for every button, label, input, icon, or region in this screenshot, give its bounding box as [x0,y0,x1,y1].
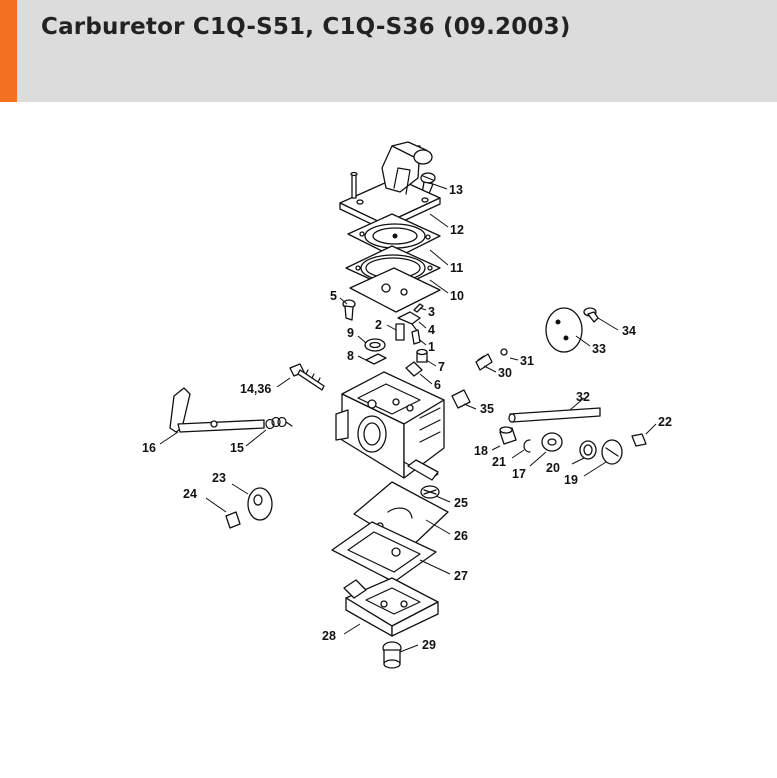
callout-17: 17 [512,467,526,481]
carburetor-body[interactable] [335,371,445,481]
part-27-gasket[interactable] [331,521,437,583]
callout-10: 10 [450,289,464,303]
callout-6: 6 [434,378,441,392]
part-20-washer[interactable] [579,440,597,460]
callout-11: 11 [450,261,463,275]
part-8-seal[interactable] [365,353,387,365]
callout-26: 26 [454,529,468,543]
callout-8: 8 [347,349,354,363]
callout-34: 34 [622,324,636,338]
callout-28: 28 [322,629,336,643]
part-18-bushing[interactable] [499,426,517,445]
leader-lines [159,183,657,653]
callout-15: 15 [230,441,244,455]
callout-31: 31 [520,354,534,368]
callout-2: 2 [375,318,382,332]
callout-32: 32 [576,390,590,404]
part-5-screw[interactable] [342,299,356,321]
callout-19: 19 [564,473,578,487]
part-19-knob[interactable] [601,439,623,465]
part-33-choke-plate[interactable] [545,307,583,353]
part-28-metering-cover[interactable] [343,577,439,637]
part-24-screw[interactable] [225,511,241,529]
callout-5: 5 [330,289,337,303]
callout-25: 25 [454,496,468,510]
callout-16: 16 [142,441,156,455]
part-29-screw[interactable] [382,641,402,669]
part-1-inlet-needle[interactable] [411,329,421,345]
part-35-sleeve[interactable] [451,389,471,409]
callout-7: 7 [438,360,445,374]
header-accent-bar [0,0,17,102]
callout-1: 1 [428,340,435,354]
callout-20: 20 [546,461,560,475]
part-17-lever[interactable] [541,432,563,452]
part-32-choke-shaft[interactable] [508,407,601,423]
callout-22: 22 [658,415,672,429]
callout-35: 35 [480,402,494,416]
part-23-disc[interactable] [247,487,273,521]
callout-23: 23 [212,471,226,485]
part-9-o-ring[interactable] [364,338,386,352]
callout-13: 13 [449,183,463,197]
callout-18: 18 [474,444,488,458]
part-34-screw[interactable] [583,307,599,323]
part-12-cover[interactable] [339,141,441,231]
part-7-valve[interactable] [416,348,428,363]
page-title: Carburetor C1Q-S51, C1Q-S36 (09.2003) [41,14,571,40]
part-31-ball[interactable] [500,348,508,356]
part-21-clip[interactable] [523,439,531,453]
callout-24: 24 [183,487,197,501]
part-12-diaphragm[interactable] [347,213,441,259]
callout-30: 30 [498,366,512,380]
callout-9: 9 [347,326,354,340]
part-22-nut[interactable] [631,433,647,447]
part-2-spring[interactable] [395,323,405,341]
callout-21: 21 [492,455,506,469]
part-25-filter-screen[interactable] [420,485,440,499]
callout-3: 3 [428,305,435,319]
callout-labels: 13 12 11 10 5 3 2 4 1 9 8 7 6 14,36 35 1… [142,183,672,652]
part-14-36-screw[interactable] [289,363,325,391]
callout-12: 12 [450,223,464,237]
part-6-bushing[interactable] [405,361,423,377]
callout-4: 4 [428,323,435,337]
callout-27: 27 [454,569,468,583]
part-16-throttle-shaft[interactable] [169,387,265,433]
callout-14-36: 14,36 [240,382,271,396]
callout-33: 33 [592,342,606,356]
part-3-pin[interactable] [413,303,424,313]
page-header: Carburetor C1Q-S51, C1Q-S36 (09.2003) [0,0,777,102]
part-15-spring[interactable] [265,416,293,430]
part-30-spring[interactable] [475,353,493,371]
callout-29: 29 [422,638,436,652]
part-10-plate[interactable] [349,267,441,313]
